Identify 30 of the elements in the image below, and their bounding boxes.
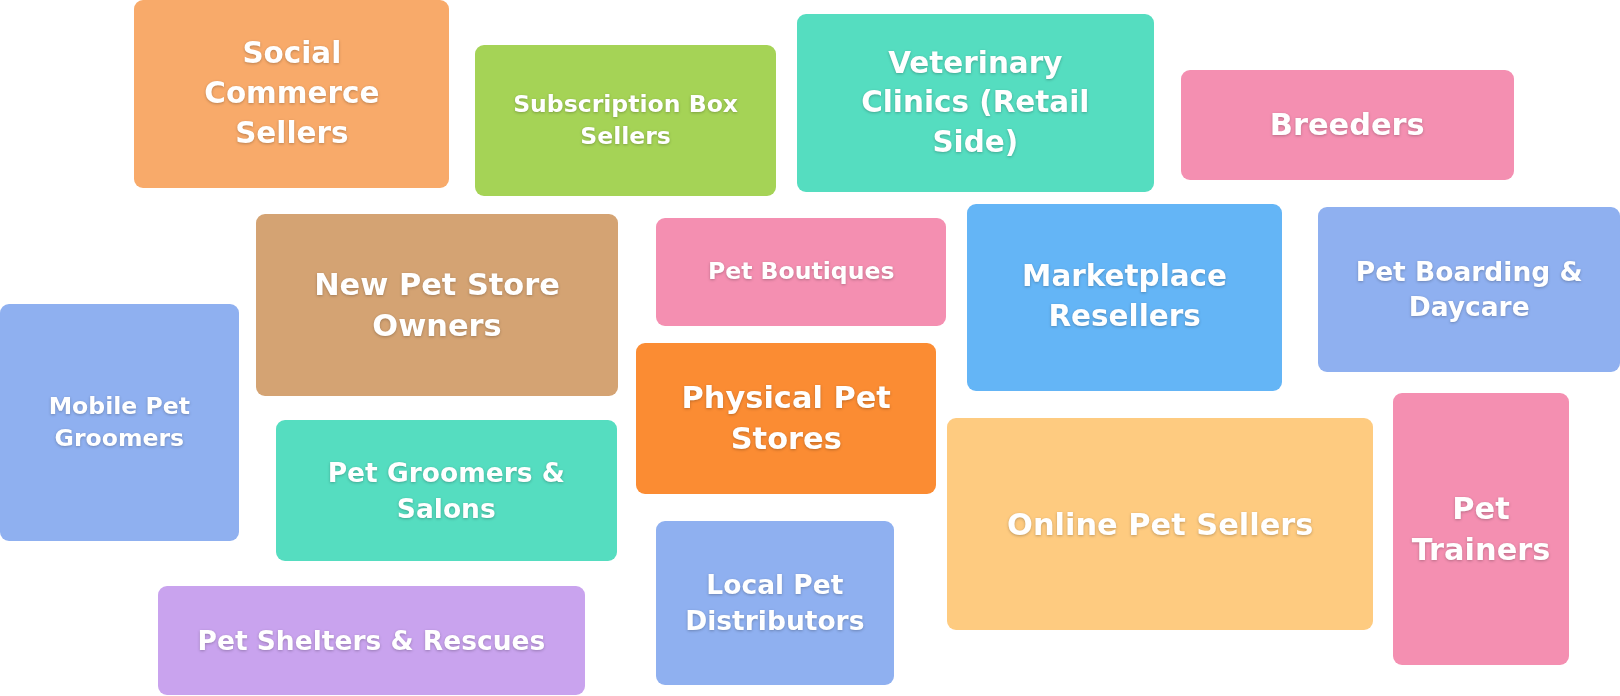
category-box [134,0,450,189]
category-box [636,343,937,494]
category-label: New Pet Store Owners [313,265,561,345]
category-label: Pet Groomers & Salons [326,455,566,526]
category-box [656,520,894,685]
category-box [158,585,585,696]
category-label: Breeders [1269,106,1425,145]
category-label: Subscription Box Sellers [512,89,739,152]
category-box [1318,206,1620,372]
category-box [475,45,776,197]
category-box [1392,392,1570,666]
category-label: Pet Boarding & Daycare [1354,254,1584,325]
category-label: Social Commerce Sellers [203,35,381,152]
category-label: Local Pet Distributors [684,568,866,638]
category-box [796,14,1155,193]
category-box [1180,70,1514,180]
category-label: Pet Boutiques [707,256,895,288]
category-label: Physical Pet Stores [680,379,892,459]
category-label: Online Pet Sellers [1007,505,1314,544]
category-box [0,303,239,542]
category-box [256,213,618,396]
category-box [275,420,617,561]
category-box [967,203,1283,391]
category-label: Pet Trainers [1410,489,1552,569]
category-label: Veterinary Clinics (Retail Side) [860,44,1091,162]
category-label: Mobile Pet Groomers [47,390,191,454]
category-box [656,218,947,327]
category-box [947,418,1374,631]
category-label: Pet Shelters & Rescues [197,623,546,658]
category-label: Marketplace Resellers [1021,258,1229,336]
